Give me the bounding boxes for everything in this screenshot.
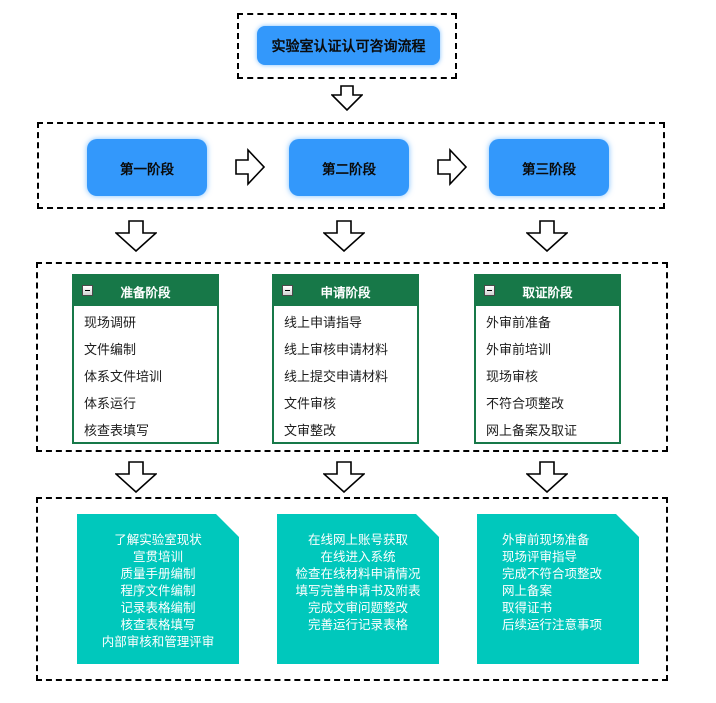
detail-line: 取得证书 [502, 601, 553, 615]
phase-item: 不符合项整改 [486, 396, 565, 411]
right-arrow-icon [437, 148, 467, 186]
phase-item: 网上备案及取证 [486, 423, 578, 438]
detail-line: 在线进入系统 [320, 550, 396, 564]
down-arrow-icon [331, 85, 363, 111]
details-dashed-container: 了解实验室现状宣贯培训质量手册编制程序文件编制记录表格编制核查表格填写内部审核和… [36, 497, 668, 681]
phase-box-certification: 取证阶段 外审前准备外审前培训现场审核不符合项整改网上备案及取证 [474, 274, 621, 444]
detail-line: 质量手册编制 [120, 567, 196, 581]
down-arrow-icon [115, 220, 157, 252]
detail-line: 在线网上账号获取 [307, 533, 408, 547]
phase-item: 现场调研 [84, 315, 137, 330]
phase-item: 体系运行 [84, 396, 137, 411]
detail-line: 核查表格填写 [120, 618, 196, 632]
right-arrow-icon [235, 148, 265, 186]
detail-line: 内部审核和管理评审 [101, 635, 215, 649]
phase-header-label: 取证阶段 [522, 285, 573, 300]
detail-line: 检查在线材料申请情况 [295, 567, 421, 581]
phase-box-preparation: 准备阶段 现场调研文件编制体系文件培训体系运行核查表填写 [72, 274, 219, 444]
phase-item: 线上申请指导 [284, 315, 363, 330]
stage-box-1: 第一阶段 [87, 139, 207, 196]
detail-line: 完善运行记录表格 [307, 618, 408, 632]
phase-item-list: 外审前准备外审前培训现场审核不符合项整改网上备案及取证 [476, 306, 619, 443]
phase-item: 文审整改 [284, 423, 337, 438]
detail-line: 程序文件编制 [120, 584, 196, 598]
detail-line: 现场评审指导 [502, 550, 578, 564]
phase-item-list: 现场调研文件编制体系文件培训体系运行核查表填写 [74, 306, 217, 443]
phase-item: 文件审核 [284, 396, 337, 411]
phases-dashed-container: 准备阶段 现场调研文件编制体系文件培训体系运行核查表填写 申请阶段 线上申请指导… [36, 262, 668, 452]
down-arrow-icon [323, 220, 365, 252]
phase-item: 线上审核申请材料 [284, 342, 389, 357]
phase-box-application: 申请阶段 线上申请指导线上审核申请材料线上提交申请材料文件审核文审整改 [272, 274, 419, 444]
detail-note-certification: 外审前现场准备现场评审指导完成不符合项整改网上备案取得证书后续运行注意事项 [477, 514, 639, 664]
phase-item: 体系文件培训 [84, 369, 163, 384]
detail-line: 网上备案 [502, 584, 553, 598]
collapse-icon[interactable] [82, 285, 93, 296]
phase-header-label: 准备阶段 [120, 285, 171, 300]
down-arrow-icon [526, 220, 568, 252]
down-arrow-icon [115, 461, 157, 493]
stage-box-3: 第三阶段 [489, 139, 609, 196]
stages-dashed-container: 第一阶段 第二阶段 第三阶段 [37, 122, 665, 209]
stage-box-2: 第二阶段 [289, 139, 409, 196]
phase-header-label: 申请阶段 [320, 285, 371, 300]
phase-item: 现场审核 [486, 369, 539, 384]
phase-header: 取证阶段 [476, 276, 619, 306]
down-arrow-icon [526, 461, 568, 493]
detail-line: 完成文审问题整改 [307, 601, 408, 615]
phase-item: 线上提交申请材料 [284, 369, 389, 384]
phase-item-list: 线上申请指导线上审核申请材料线上提交申请材料文件审核文审整改 [274, 306, 417, 443]
detail-line: 填写完善申请书及附表 [295, 584, 421, 598]
collapse-icon[interactable] [484, 285, 495, 296]
detail-note-preparation: 了解实验室现状宣贯培训质量手册编制程序文件编制记录表格编制核查表格填写内部审核和… [77, 514, 239, 664]
detail-line: 完成不符合项整改 [502, 567, 603, 581]
phase-item: 文件编制 [84, 342, 137, 357]
phase-item: 核查表填写 [84, 423, 150, 438]
title-dashed-container: 实验室认证认可咨询流程 [237, 13, 457, 79]
phase-header: 申请阶段 [274, 276, 417, 306]
detail-note-application: 在线网上账号获取在线进入系统检查在线材料申请情况填写完善申请书及附表完成文审问题… [277, 514, 439, 664]
detail-line: 了解实验室现状 [114, 533, 202, 547]
phase-item: 外审前准备 [486, 315, 552, 330]
phase-header: 准备阶段 [74, 276, 217, 306]
detail-line: 外审前现场准备 [502, 533, 590, 547]
phase-item: 外审前培训 [486, 342, 552, 357]
detail-line: 后续运行注意事项 [502, 618, 603, 632]
collapse-icon[interactable] [282, 285, 293, 296]
down-arrow-icon [323, 461, 365, 493]
flow-title-box: 实验室认证认可咨询流程 [257, 26, 440, 65]
detail-line: 宣贯培训 [132, 550, 183, 564]
detail-line: 记录表格编制 [120, 601, 196, 615]
